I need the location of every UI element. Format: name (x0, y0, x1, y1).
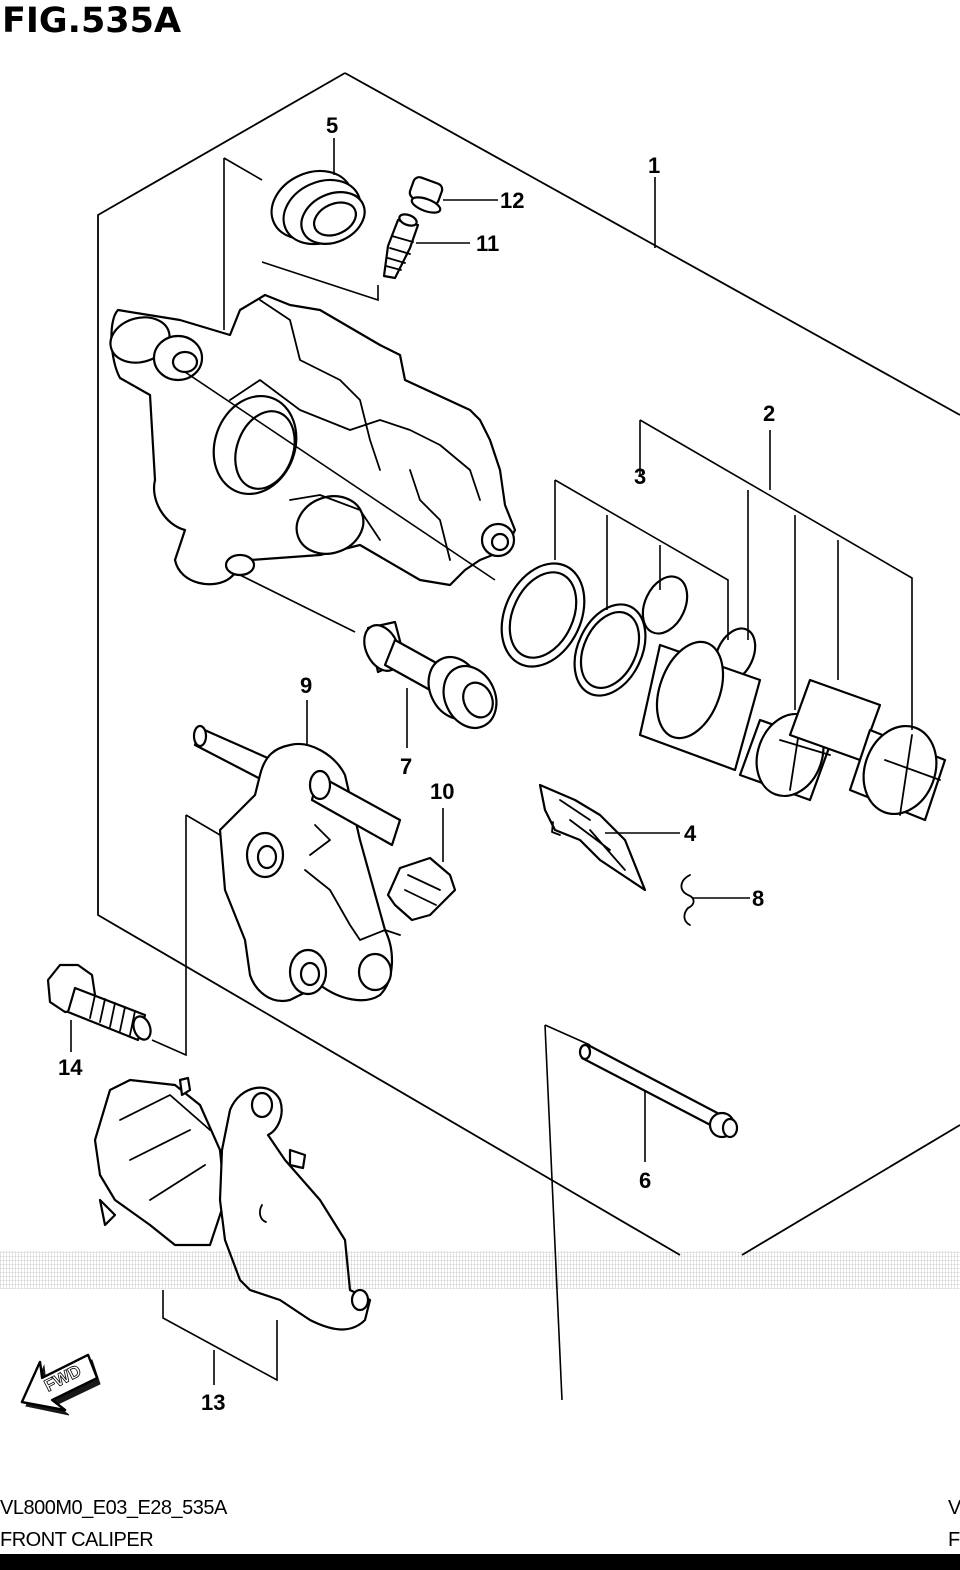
callout-11: 11 (476, 231, 499, 256)
fwd-arrow-icon: FWD (20, 1353, 101, 1416)
figure-title: FIG.535A (2, 1, 182, 41)
part-3-piston-seals[interactable] (486, 550, 763, 707)
part-10-pad-spring[interactable] (386, 856, 457, 922)
part-2-3-bracket-lines (554, 419, 913, 730)
callout-1: 1 (648, 153, 660, 178)
callout-3: 3 (634, 464, 646, 489)
callout-5: 5 (326, 113, 338, 138)
callout-7: 7 (400, 754, 412, 779)
part-14-bolt[interactable] (46, 963, 154, 1042)
part-11-bleeder-valve[interactable] (382, 212, 420, 280)
part-8-r-clip[interactable] (680, 874, 695, 926)
callout-12: 12 (500, 188, 524, 213)
footer-code: VL800M0_E03_E28_535A (0, 1497, 227, 1519)
part-1-caliper-body[interactable] (105, 293, 517, 587)
part-13-brake-pads[interactable] (93, 1076, 372, 1331)
callout-2: 2 (763, 401, 775, 426)
part-5-boot[interactable] (260, 158, 373, 256)
part-4-pad-shim[interactable] (538, 783, 647, 892)
callout-8: 8 (752, 886, 764, 911)
part-6-pad-pin[interactable] (578, 1043, 739, 1139)
part-2-pistons[interactable] (638, 633, 948, 825)
callout-4: 4 (684, 821, 697, 846)
footer-right-code: V (948, 1497, 960, 1519)
footer-name: FRONT CALIPER (0, 1529, 154, 1551)
callout-13: 13 (201, 1390, 225, 1415)
part-9-caliper-bracket[interactable] (192, 724, 402, 1003)
scan-noise-band (0, 1251, 960, 1289)
callout-6: 6 (639, 1168, 651, 1193)
part-12-cap[interactable] (408, 176, 444, 216)
footer-right-name: F (948, 1529, 960, 1551)
assembly-frame (97, 72, 960, 1256)
callout-10: 10 (430, 779, 454, 804)
part-7-slide-pin[interactable] (357, 619, 506, 736)
callout-14: 14 (58, 1055, 83, 1080)
callout-9: 9 (300, 673, 312, 698)
bottom-border (0, 1554, 960, 1570)
